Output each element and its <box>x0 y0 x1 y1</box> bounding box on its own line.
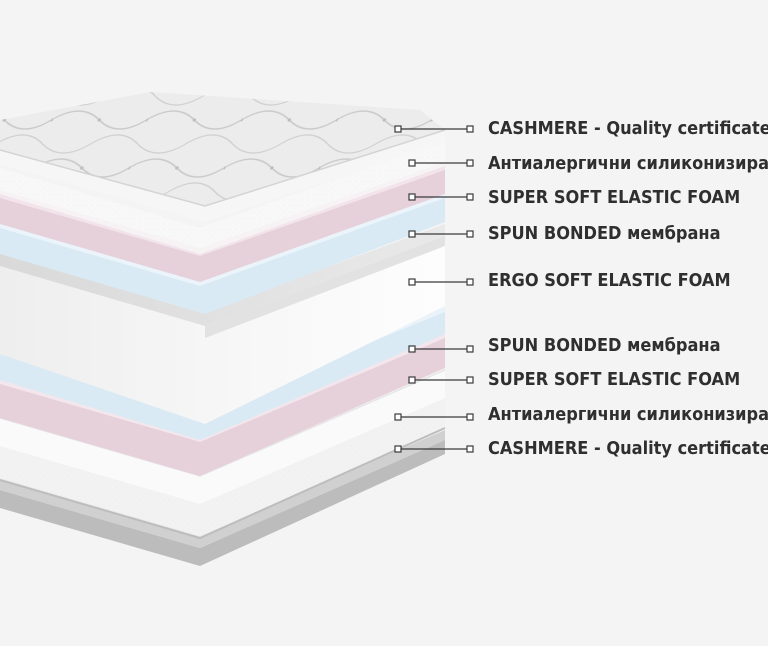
leader-marker-2-end <box>466 193 474 201</box>
label-cashmere-top: CASHMERE - Quality certificate <box>488 118 768 139</box>
label-ergo-soft-foam: ERGO SOFT ELASTIC FOAM <box>488 270 731 291</box>
layer-cashmere-top-edge <box>0 130 445 222</box>
layer-silicone-bottom <box>0 370 445 504</box>
layer-base-gray <box>0 440 445 566</box>
layer-cashmere-top-rim <box>0 129 446 207</box>
leader-marker-7-start <box>394 413 402 421</box>
label-spun-bonded-top: SPUN BONDED мембрана <box>488 223 721 244</box>
leader-marker-2-start <box>408 193 416 201</box>
leader-marker-7-end <box>466 413 474 421</box>
label-silicone-bottom: Антиалергични силиконизира <box>488 404 768 425</box>
leader-marker-3-end <box>466 230 474 238</box>
leader-marker-8-start <box>394 445 402 453</box>
label-super-soft-foam-bottom: SUPER SOFT ELASTIC FOAM <box>488 369 741 390</box>
layer-soft-foam-top <box>0 168 445 282</box>
layer-spun-bonded-top <box>0 196 445 314</box>
label-cashmere-bottom: CASHMERE - Quality certificate <box>488 438 768 459</box>
layer-ergo-foam-shadow <box>205 236 445 338</box>
leader-marker-1-end <box>466 159 474 167</box>
leader-lines <box>394 125 474 453</box>
leader-marker-6-start <box>408 376 416 384</box>
layer-base-gray-top <box>0 430 445 548</box>
label-silicone-top: Антиалергични силиконизира <box>488 153 768 174</box>
leader-marker-4-end <box>466 278 474 286</box>
layer-stack <box>0 92 446 566</box>
layer-cashmere-top-quilt <box>0 92 445 206</box>
layer-soft-foam-bottom <box>0 336 445 476</box>
leader-marker-0-start <box>394 125 402 133</box>
leader-marker-5-start <box>408 345 416 353</box>
layer-cashmere-bottom-fill <box>0 398 445 538</box>
layer-soft-foam-bottom-top <box>0 330 445 442</box>
leader-marker-6-end <box>466 376 474 384</box>
layer-cashmere-bottom-edge <box>0 427 446 540</box>
leader-marker-4-start <box>408 278 416 286</box>
label-super-soft-foam-top: SUPER SOFT ELASTIC FOAM <box>488 187 741 208</box>
leader-marker-3-start <box>408 230 416 238</box>
layer-spun-bonded-bottom <box>0 310 445 440</box>
leader-marker-5-end <box>466 345 474 353</box>
label-spun-bonded-bottom: SPUN BONDED мембрана <box>488 335 721 356</box>
layer-silicone-top-fill <box>0 140 445 254</box>
leader-marker-0-end <box>466 125 474 133</box>
leader-marker-8-end <box>466 445 474 453</box>
leader-marker-1-start <box>408 159 416 167</box>
